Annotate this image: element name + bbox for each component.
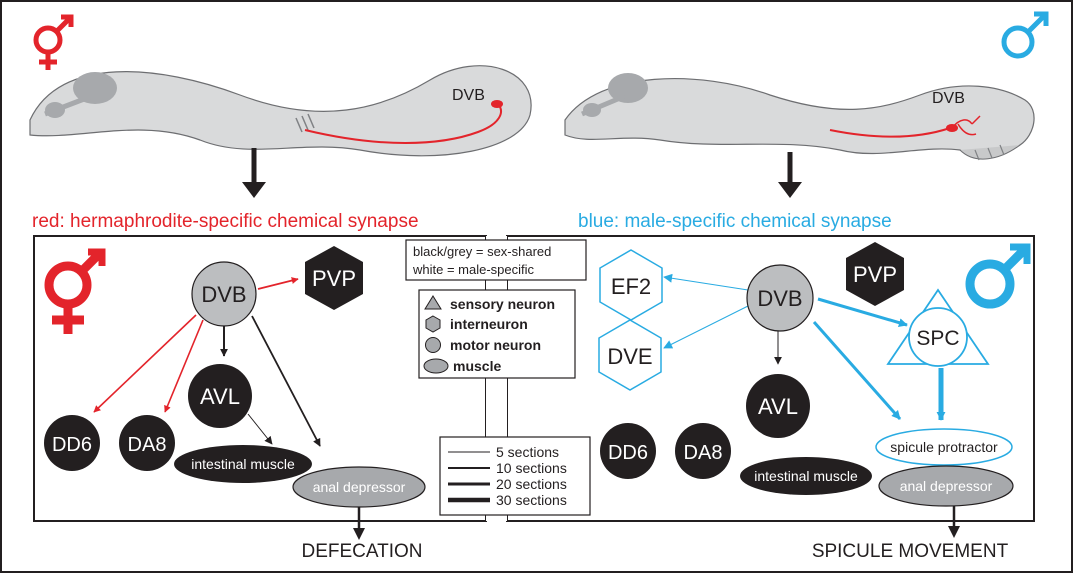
herm-down-arrow [242,148,266,198]
herm-symbol-large [44,248,106,334]
edge-dvb-dve [663,304,751,349]
male-node-anal-depressor: anal depressor [878,465,1014,507]
male-node-dd6: DD6 [600,423,656,479]
male-ef2-label: EF2 [611,274,651,299]
male-anal-depressor-label: anal depressor [900,478,993,494]
line-weight-label: 10 sections [496,460,567,476]
herm-pvp-label: PVP [312,266,356,291]
legend-shape-label: motor neuron [450,337,541,353]
male-symbol-small [1001,11,1049,59]
male-node-dvb: DVB [746,264,814,332]
line-weight-label: 5 sections [496,444,559,460]
legend-color-line2: white = male-specific [412,262,535,277]
male-outcome-arrow [948,506,960,538]
herm-symbol-small [33,14,74,70]
male-node-da8: DA8 [675,423,731,479]
male-worm-dvb-label: DVB [932,90,965,107]
male-node-spc: SPC [886,288,990,367]
male-pvp-label: PVP [853,262,897,287]
male-outcome-label: SPICULE MOVEMENT [812,541,1009,562]
line-weight-label: 30 sections [496,492,567,508]
male-caption: blue: male-specific chemical synapse [578,211,892,232]
herm-node-da8: DA8 [119,415,175,471]
herm-caption: red: hermaphrodite-specific chemical syn… [32,211,419,232]
male-node-pvp: PVP [846,242,904,306]
male-node-avl: AVL [746,374,810,438]
male-avl-label: AVL [758,394,798,419]
legend-color: black/grey = sex-shared white = male-spe… [405,239,587,281]
edge-dvb-dd6 [93,314,197,413]
edge-dvb-spc [817,297,908,328]
male-da8-label: DA8 [684,442,723,464]
male-dvb-label: DVB [757,286,802,311]
legend-shape-label: sensory neuron [450,296,555,312]
legend-shape-label: muscle [453,358,501,374]
male-node-spicule-protractor: spicule protractor [875,428,1013,466]
hexagon-icon [425,315,441,333]
male-spicule-protractor-label: spicule protractor [890,439,998,455]
male-symbol-large [965,243,1031,309]
herm-node-intestinal-muscle: intestinal muscle [174,445,312,483]
male-intestinal-muscle-label: intestinal muscle [754,468,858,484]
legend-shapes: sensory neuron interneuron motor neuron … [418,289,576,379]
male-spc-label: SPC [916,327,959,350]
male-node-dve: DVE [598,319,662,391]
male-node-intestinal-muscle: intestinal muscle [740,457,872,495]
herm-dd6-label: DD6 [52,434,92,456]
ellipse-icon [423,358,449,374]
edge-dvb-ef2 [663,273,749,291]
edge-dvb-anal-depressor [251,315,321,447]
herm-node-anal-depressor: anal depressor [292,466,426,508]
herm-dvb-label: DVB [201,282,246,307]
herm-node-dd6: DD6 [44,415,100,471]
herm-da8-label: DA8 [128,434,167,456]
legend-color-line1: black/grey = sex-shared [413,244,551,259]
legend-line-weights: 5 sections 10 sections 20 sections 30 se… [439,436,591,516]
herm-anal-depressor-label: anal depressor [313,479,406,495]
male-down-arrow [778,152,802,198]
legend-shape-label: interneuron [450,316,528,332]
male-dve-label: DVE [607,344,652,369]
edge-dvb-pvp [257,277,299,290]
herm-outcome-arrow [353,507,365,540]
herm-edges [93,277,321,447]
herm-worm-dvb-label: DVB [452,87,485,104]
herm-node-dvb: DVB [191,261,257,327]
herm-outcome-label: DEFECATION [301,541,422,562]
herm-worm [29,65,532,157]
edge-dvb-da8 [164,319,204,413]
circle-icon [425,337,441,353]
male-dd6-label: DD6 [608,442,648,464]
herm-avl-label: AVL [200,384,240,409]
herm-node-avl: AVL [188,364,252,428]
male-edges [663,273,946,421]
triangle-icon [424,295,442,310]
edge-avl-intestinal-muscle [247,413,273,445]
herm-node-pvp: PVP [305,246,363,310]
line-weight-label: 20 sections [496,476,567,492]
male-worm [564,73,1035,161]
edge-dvb-spicule-protractor [812,321,902,420]
herm-intestinal-muscle-label: intestinal muscle [191,456,295,472]
